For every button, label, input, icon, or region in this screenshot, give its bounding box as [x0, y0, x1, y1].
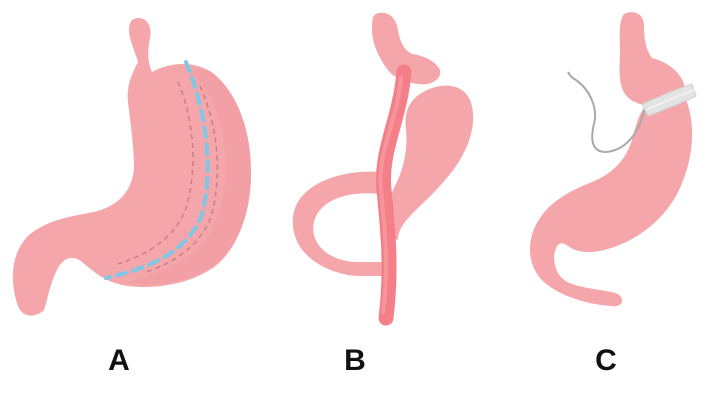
panel-c-stomach — [530, 12, 696, 306]
panel-label-a: A — [89, 343, 149, 379]
panel-a-stomach — [13, 18, 251, 316]
panel-label-b: B — [325, 343, 385, 379]
panel-b-stomach — [293, 13, 473, 318]
panel-label-c: C — [576, 343, 636, 379]
lower-stomach-c — [530, 97, 692, 307]
